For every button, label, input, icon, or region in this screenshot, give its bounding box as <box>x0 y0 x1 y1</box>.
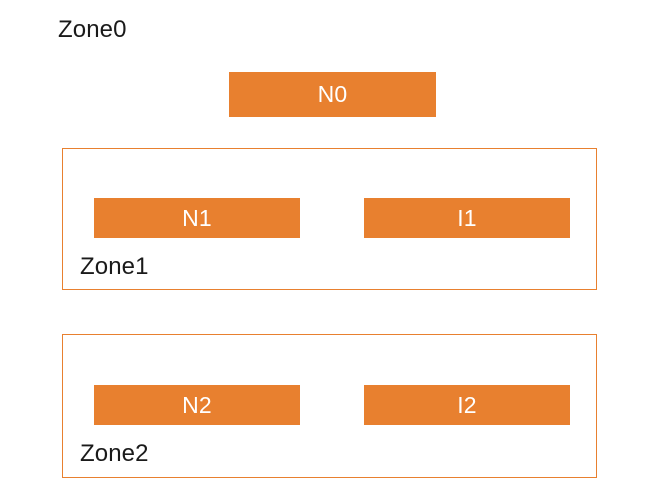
node-i2[interactable]: I2 <box>364 385 570 425</box>
zone-zone1[interactable] <box>62 148 597 290</box>
zone-label-zone0: Zone0 <box>58 16 127 43</box>
node-label-n2: N2 <box>182 391 212 418</box>
zone-label-zone1: Zone1 <box>80 253 149 280</box>
node-i1[interactable]: I1 <box>364 198 570 238</box>
zone-label-zone2: Zone2 <box>80 440 149 467</box>
node-n2[interactable]: N2 <box>94 385 300 425</box>
node-label-i2: I2 <box>457 391 477 418</box>
node-label-n1: N1 <box>182 204 212 231</box>
zone-zone2[interactable] <box>62 334 597 478</box>
node-n1[interactable]: N1 <box>94 198 300 238</box>
node-label-i1: I1 <box>457 204 477 231</box>
node-n0[interactable]: N0 <box>229 72 436 117</box>
node-label-n0: N0 <box>317 81 348 107</box>
